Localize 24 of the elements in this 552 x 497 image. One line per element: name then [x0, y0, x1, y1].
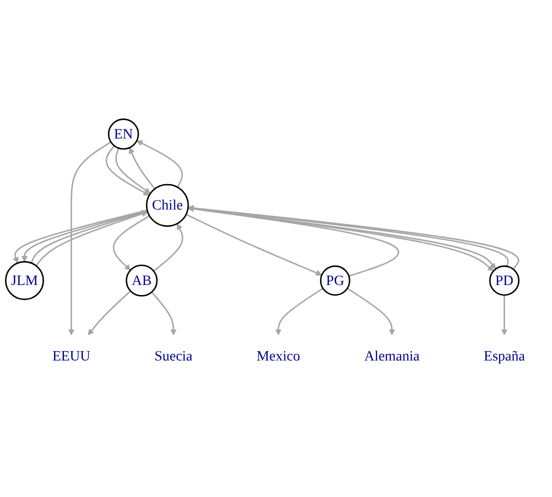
- arrow: [346, 288, 396, 336]
- node-text: Mexico: [256, 348, 300, 364]
- node-circle: EN: [108, 118, 140, 150]
- arrow: [275, 288, 324, 336]
- arrow: [106, 145, 150, 196]
- arrow: [128, 147, 156, 190]
- node-text: Suecia: [154, 348, 192, 364]
- node-circle: PG: [320, 265, 350, 296]
- arrow: [151, 292, 177, 336]
- arrow: [186, 214, 322, 276]
- arrow: [153, 223, 184, 272]
- node-text: Alemania: [364, 348, 420, 364]
- node-circle: AB: [126, 264, 158, 297]
- node-circle: JLM: [4, 261, 44, 300]
- arrow: [501, 295, 508, 336]
- arrow: [68, 141, 112, 336]
- arrow: [136, 140, 183, 188]
- arrow: [115, 148, 151, 194]
- arrow: [112, 215, 150, 270]
- node-text: EEUU: [52, 348, 90, 364]
- node-circle: PD: [489, 265, 520, 296]
- node-text: España: [484, 348, 525, 364]
- arrow: [88, 290, 131, 336]
- node-circle: Chile: [146, 184, 189, 227]
